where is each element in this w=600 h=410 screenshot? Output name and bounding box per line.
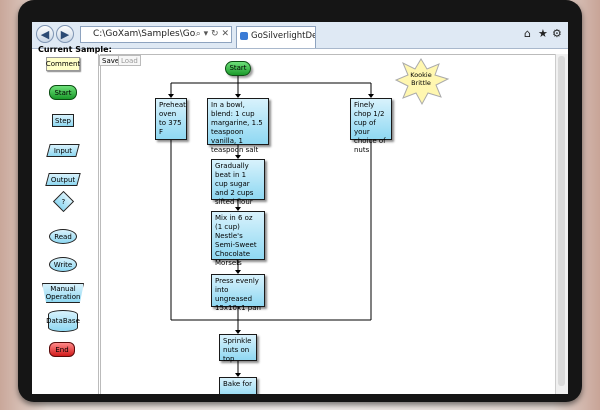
flow-links	[168, 58, 450, 377]
palette-label: Output	[50, 175, 76, 184]
node-press[interactable]: Press evenly into ungreased 15x10x1 pan	[211, 274, 265, 312]
palette-label: Input	[53, 146, 73, 155]
palette-label: DataBase	[46, 317, 80, 325]
palette-manual-operation[interactable]: Manual Operation	[42, 283, 84, 303]
home-icon[interactable]: ⌂	[524, 27, 531, 40]
comment-kookie-brittle: Kookie Brittle	[410, 71, 432, 87]
palette-read[interactable]: Read	[49, 229, 77, 244]
palette-label: Comment	[45, 60, 81, 68]
palette-label: ?	[61, 197, 66, 206]
node-sprinkle[interactable]: Sprinkle nuts on top	[219, 334, 257, 363]
scrollbar-thumb[interactable]	[558, 56, 565, 386]
palette-start[interactable]: Start	[49, 85, 77, 100]
palette-decision[interactable]: ?	[52, 190, 75, 213]
current-sample-heading: Current Sample:	[38, 45, 112, 54]
palette-step[interactable]: Step	[52, 114, 74, 127]
palette-database[interactable]: DataBase	[46, 310, 80, 332]
palette-label: Step	[55, 116, 71, 125]
node-blend[interactable]: In a bowl, blend: 1 cup margarine, 1.5 t…	[207, 98, 269, 154]
palette-input[interactable]: Input	[46, 144, 80, 157]
comment-burst	[394, 58, 450, 106]
vertical-scrollbar[interactable]	[555, 54, 568, 394]
palette-label: Manual Operation	[45, 285, 81, 301]
palette-output[interactable]: Output	[45, 173, 81, 186]
back-arrow-icon[interactable]: ◀	[36, 25, 54, 43]
node-chop[interactable]: Finely chop 1/2 cup of your choice of nu…	[350, 98, 392, 154]
page-content: Current Sample: Comment Start Step Input…	[32, 45, 568, 394]
browser-window: ◀ ▶ C:\GoXam\Samples\GoSilv ⌕ ▾ ↻ ✕ GoSi…	[32, 22, 568, 394]
palette-comment[interactable]: Comment	[46, 57, 80, 71]
load-button[interactable]: Load	[118, 55, 141, 66]
diagram-canvas[interactable]: Kookie Brittle Start Preheat oven to 375…	[100, 54, 557, 394]
palette-write[interactable]: Write	[49, 257, 77, 272]
node-beat[interactable]: Gradually beat in 1 cup sugar and 2 cups…	[211, 159, 265, 206]
address-bar[interactable]: C:\GoXam\Samples\GoSilv ⌕ ▾ ↻ ✕	[80, 26, 232, 43]
node-bake[interactable]: Bake for	[219, 377, 257, 394]
node-mix[interactable]: Mix in 6 oz (1 cup) Nestle's Semi-Sweet …	[211, 211, 265, 267]
forward-arrow-icon[interactable]: ▶	[56, 25, 74, 43]
gear-icon[interactable]: ⚙	[552, 27, 562, 40]
palette-end[interactable]: End	[49, 342, 75, 357]
node-start[interactable]: Start	[225, 61, 251, 76]
address-text: C:\GoXam\Samples\GoSilv	[93, 29, 212, 39]
shape-palette: Comment Start Step Input Output ? Read W…	[36, 54, 99, 394]
star-icon[interactable]: ★	[538, 27, 548, 40]
tab-gosilverlightdemo[interactable]: GoSilverlightDemo	[236, 26, 316, 48]
palette-label: Start	[54, 88, 72, 97]
page-icon	[240, 32, 248, 40]
browser-toolbar: ◀ ▶ C:\GoXam\Samples\GoSilv ⌕ ▾ ↻ ✕ GoSi…	[32, 22, 568, 49]
tab-title: GoSilverlightDemo	[251, 31, 315, 41]
address-tools-icon[interactable]: ⌕ ▾ ↻ ✕	[195, 27, 229, 42]
palette-label: End	[55, 345, 69, 354]
palette-label: Read	[54, 232, 72, 241]
palette-label: Write	[53, 260, 73, 269]
node-preheat[interactable]: Preheat oven to 375 F	[155, 98, 187, 140]
